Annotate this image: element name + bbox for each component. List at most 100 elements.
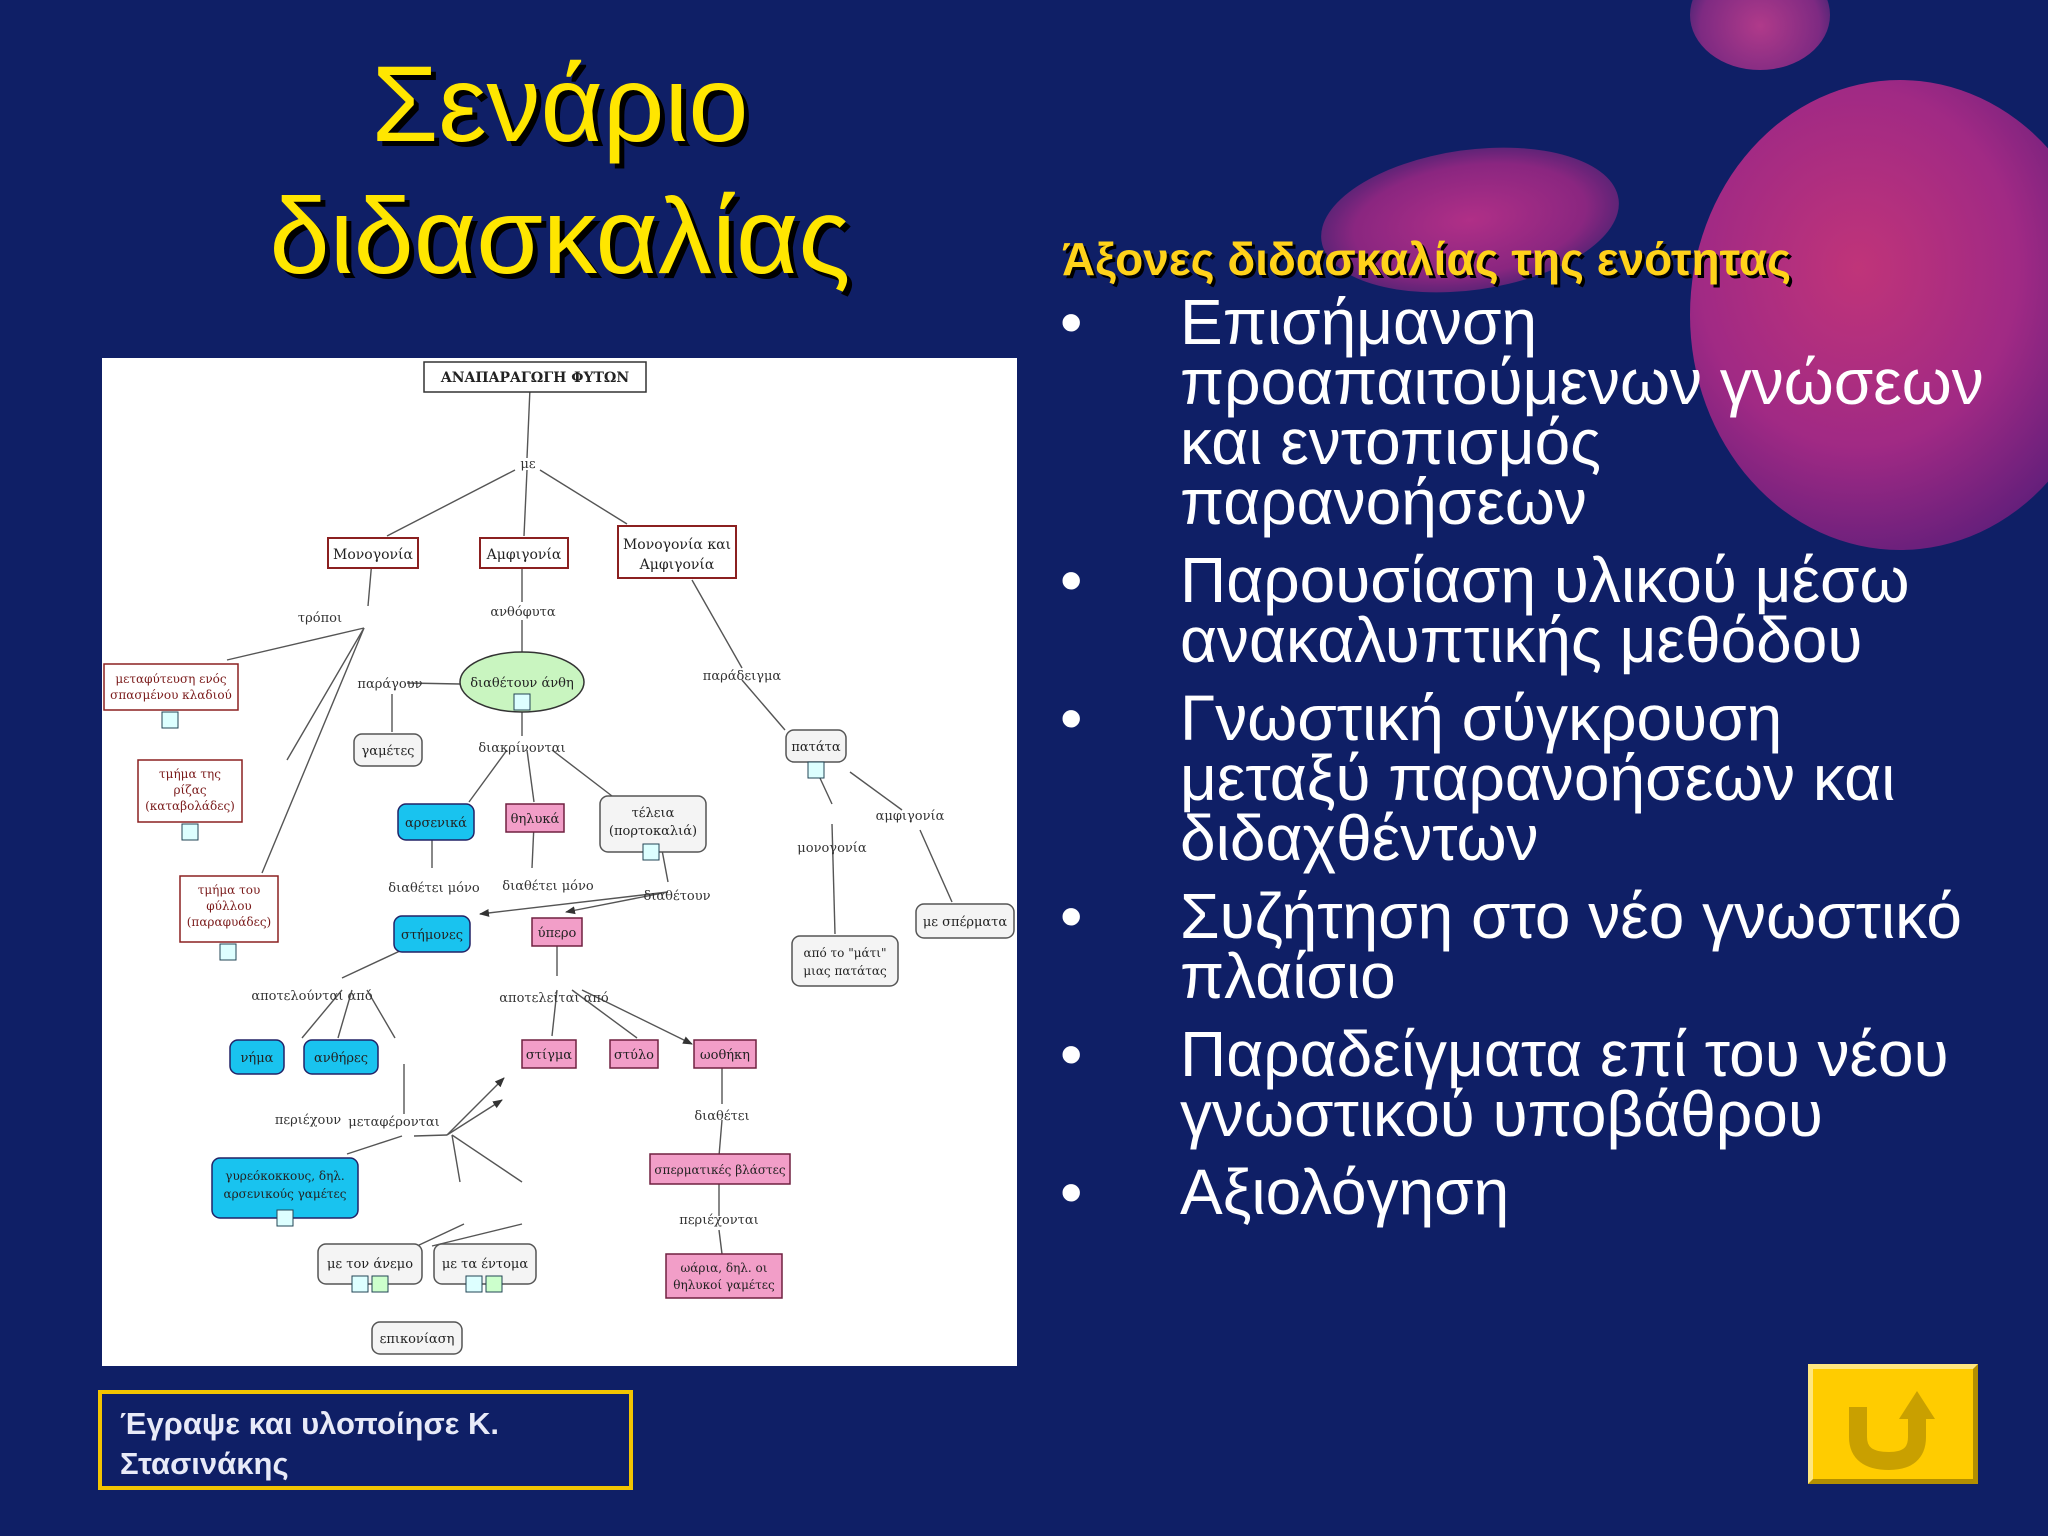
link-diathetei-mono-2: διαθέτει μόνο [502,879,594,894]
node-mati-box [791,935,899,987]
node-stimones-box [393,915,471,953]
link-diathetei: διαθέτει [694,1109,749,1124]
image-icon[interactable] [276,1209,294,1227]
node-monogonia: Μονογονία [333,546,413,563]
author-credit: Έγραψε και υλοποίησε Κ. Στασινάκης [98,1390,633,1490]
node-gyreokokkous-line2: αρσενικούς γαμέτες [224,1187,347,1201]
node-thylika-box [505,803,565,833]
node-stigma-box [521,1039,577,1069]
image-icon[interactable] [807,761,825,779]
image-icon[interactable] [642,843,660,861]
image-icon[interactable] [513,693,531,711]
node-spermata-box [915,903,1015,939]
section-subtitle: Άξονες διδασκαλίας της ενότητας [1062,233,1792,285]
bullet-item: •Επισήμανση προαπαιτούμενων γνώσεων και … [1060,286,1990,534]
link-metaferontai: μεταφέρονται [348,1115,439,1130]
author-line1: Έγραψε και υλοποίησε Κ. [120,1406,500,1441]
bullet-item: •Γνωστική σύγκρουση μεταξύ παρανοήσεων κ… [1060,682,1990,870]
node-mati-line1: από το "μάτι" [804,946,887,960]
video-icon[interactable] [485,1275,503,1293]
node-entoma-box [433,1243,537,1285]
link-amfigonia: αμφιγονία [876,809,945,824]
node-oothiki: ωοθήκη [700,1048,750,1063]
image-icon[interactable] [351,1275,369,1293]
link-diathetei-mono-1: διαθέτει μόνο [388,881,480,896]
node-mono-amfi-box [617,525,737,579]
node-spermata: με σπέρματα [923,915,1008,930]
slide-title-line1: Σενάριο [371,43,749,164]
node-oothiki-box [693,1039,757,1069]
bullet-dot: • [1060,1018,1083,1090]
bullet-text: Παρουσίαση υλικού μέσω ανακαλυπτικής μεθ… [1180,544,1910,676]
node-spermatikes: σπερματικές βλάστες [654,1163,786,1177]
bullet-item: •Παρουσίαση υλικού μέσω ανακαλυπτικής με… [1060,544,1990,672]
node-arsenika-box [397,803,475,841]
concept-map-link-labels: με τρόποι ανθόφυτα παράδειγμα παράγουν δ… [251,457,944,1228]
node-mono-amfi-line1: Μονογονία και [623,536,731,553]
node-arsenika: αρσενικά [405,816,467,831]
node-gametes: γαμέτες [362,744,415,759]
node-tmima-fyllou-line1: τμήμα του [198,883,261,897]
node-tmima-rizas-line2: ρίζας [173,783,206,797]
image-icon[interactable] [465,1275,483,1293]
node-epikonisi-box [371,1321,463,1355]
back-button[interactable] [1808,1364,1978,1484]
link-apoteleitai: αποτελείται από [499,991,609,1006]
node-monogonia-box [327,537,419,569]
link-anthofyta: ανθόφυτα [490,605,556,620]
node-metafyteusi-line2: σπασμένου κλαδιού [110,688,232,702]
concept-map-connectors [226,387,953,1255]
node-metafyteusi-box [103,663,239,711]
image-icon[interactable] [161,711,179,729]
node-gametes-box [353,733,423,767]
bullet-item: •Συζήτηση στο νέο γνωστικό πλαίσιο [1060,884,1990,1008]
bullet-text: Γνωστική σύγκρουση μεταξύ παρανοήσεων κα… [1180,682,1896,874]
node-tmima-rizas-line1: τμήμα της [159,767,221,781]
bullet-item: •Παραδείγματα επί του νέου γνωστικού υπο… [1060,1018,1990,1146]
node-anthi-ellipse [459,651,585,713]
node-anemo-box [317,1243,423,1285]
node-root-box [423,361,647,393]
bullet-text: Επισήμανση προαπαιτούμενων γνώσεων και ε… [1180,286,1984,538]
u-turn-arrow-icon [1849,1391,1935,1471]
link-monogonia: μονογονία [797,841,867,856]
node-anthires-box [303,1039,379,1075]
bullet-dot: • [1060,544,1083,616]
node-tmima-fyllou-line2: φύλλου [206,899,251,913]
bullet-dot: • [1060,286,1083,358]
node-amfigonia-box [479,537,569,569]
link-tropoi: τρόποι [298,611,342,626]
link-paradeigma: παράδειγμα [703,669,782,684]
node-root: ΑΝΑΠΑΡΑΓΩΓΗ ΦΥΤΩΝ [440,370,630,386]
node-tmima-rizas-line3: (καταβολάδες) [145,799,235,813]
node-oaria-line1: ωάρια, δηλ. οι [681,1261,768,1275]
decorative-blob-right [1690,80,2048,550]
node-gyreokokkous-line1: γυρεόκοκκους, δηλ. [225,1169,344,1183]
node-mono-amfi-line2: Αμφιγονία [639,556,715,573]
link-periexontai: περιέχονται [679,1213,758,1228]
link-periexoun: περιέχουν [275,1113,341,1128]
image-icon[interactable] [219,943,237,961]
node-amfigonia: Αμφιγονία [486,546,562,563]
author-line2: Στασινάκης [120,1446,289,1481]
image-icon[interactable] [181,823,199,841]
bullet-text: Παραδείγματα επί του νέου γνωστικού υποβ… [1180,1018,1949,1150]
link-me: με [520,457,535,472]
node-epikonisi: επικονίαση [380,1332,455,1347]
node-mati-line2: μιας πατάτας [803,964,887,978]
node-oaria-box [665,1253,783,1299]
node-entoma: με τα έντομα [442,1257,529,1272]
node-stylo-box [609,1039,659,1069]
slide-title-line2: διδασκαλίας [269,175,851,296]
node-teleia-line2: (πορτοκαλιά) [609,824,697,839]
link-apoteloyntai: αποτελούνται από [251,989,372,1004]
link-diakrinontai: διακρίνονται [478,741,565,756]
bullet-dot: • [1060,682,1083,754]
concept-map: με τρόποι ανθόφυτα παράδειγμα παράγουν δ… [102,358,1017,1366]
node-ypero: ύπερο [538,926,577,941]
node-anemo: με τον άνεμο [327,1257,413,1272]
node-teleia-line1: τέλεια [632,806,675,821]
node-stylo: στύλο [614,1048,654,1063]
video-icon[interactable] [371,1275,389,1293]
node-stigma: στίγμα [526,1048,572,1063]
